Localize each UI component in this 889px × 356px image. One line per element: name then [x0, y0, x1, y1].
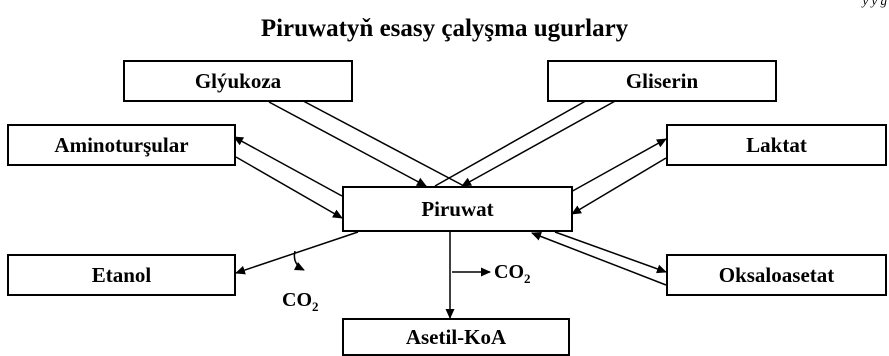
- co2-left-sub: 2: [312, 299, 319, 314]
- node-gliserin: Gliserin: [547, 60, 777, 102]
- arrow-piruwat-to-oksaloasetat: [554, 231, 667, 274]
- node-asetil-koa: Asetil-KoA: [342, 318, 570, 356]
- co2-label-left: CO2: [282, 289, 319, 314]
- arrow-piruwat-to-gliserin: [434, 93, 599, 187]
- arrow-gliserin-to-piruwat: [461, 99, 618, 187]
- arrow-piruwat-to-glyukoza: [289, 93, 465, 187]
- node-aminotursular: Aminoturşular: [7, 124, 236, 166]
- arrow-oksaloasetat-to-piruwat: [531, 232, 667, 286]
- node-glyukoza: Glýukoza: [123, 60, 353, 102]
- node-etanol: Etanol: [7, 254, 236, 296]
- arrow-piruwat-to-etanol: [235, 231, 359, 275]
- diagram-title: Piruwatyň esasy çalyşma ugurlary: [260, 15, 629, 42]
- corner-text: y y g: [862, 0, 887, 8]
- node-laktat: Laktat: [666, 124, 887, 166]
- co2-center-sub: 2: [524, 271, 531, 286]
- node-oksaloasetat: Oksaloasetat: [666, 254, 887, 296]
- arrow-piruwat-to-aminotursular: [233, 136, 343, 197]
- co2-center-base: CO: [494, 261, 524, 283]
- arrow-laktat-to-piruwat: [571, 157, 667, 215]
- co2-label-center: CO2: [494, 261, 531, 286]
- co2-left-base: CO: [282, 289, 312, 311]
- arrow-aminotursular-to-piruwat: [235, 156, 343, 219]
- node-piruwat: Piruwat: [342, 186, 573, 232]
- arrow-piruwat-to-laktat: [559, 138, 667, 199]
- arrow-glyukoza-to-piruwat: [268, 101, 427, 187]
- arrow-co2-left: [293, 250, 305, 271]
